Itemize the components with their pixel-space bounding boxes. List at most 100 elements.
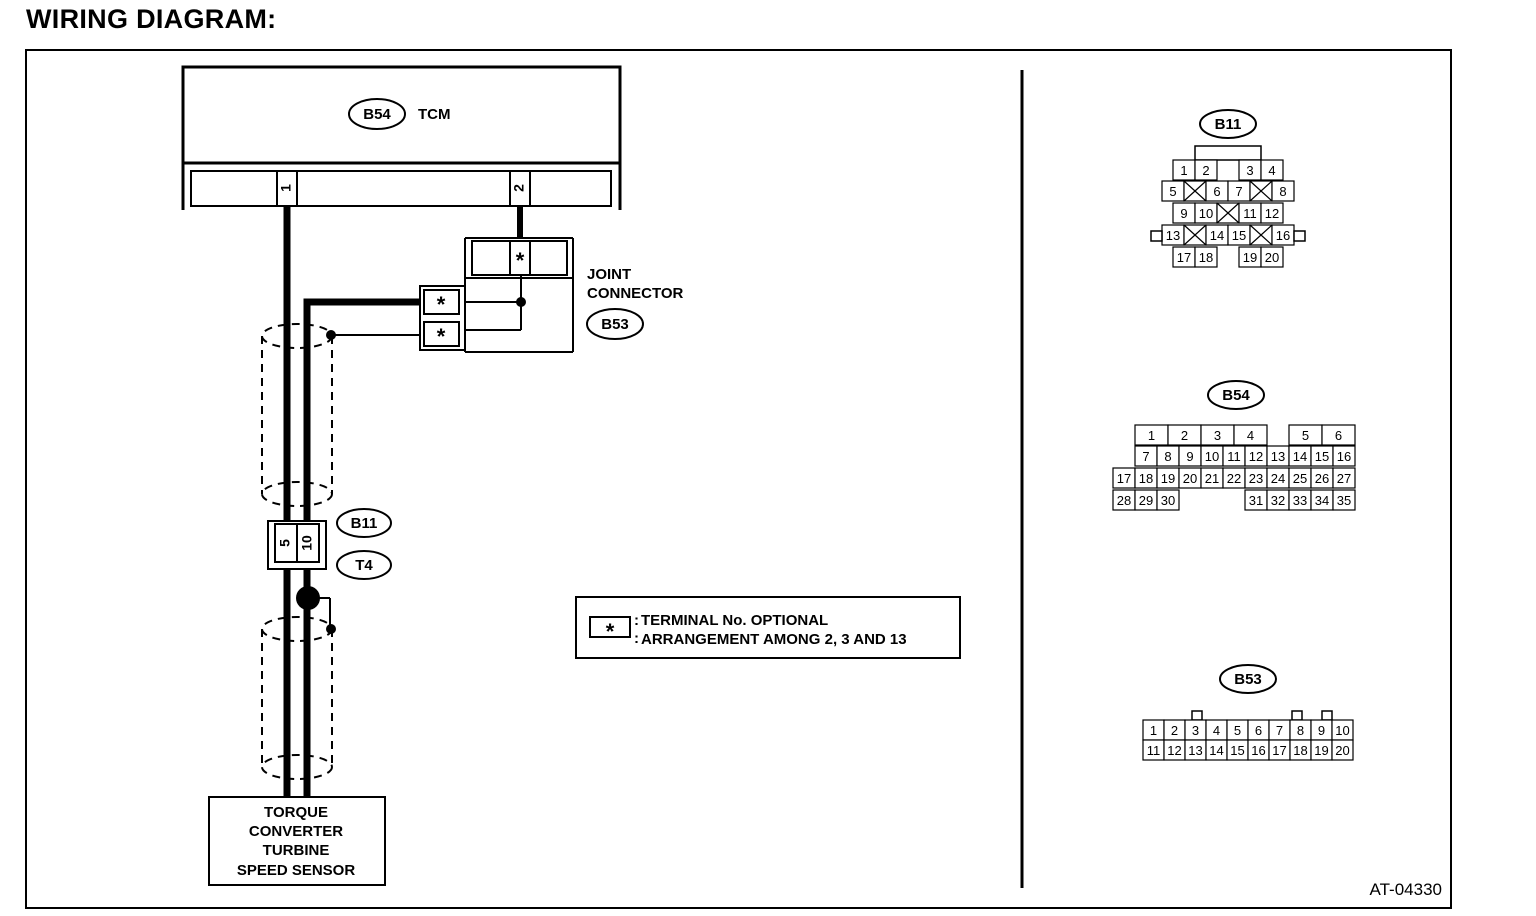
tcm-connector-id: B54 bbox=[363, 106, 391, 123]
inline-pin-5: 5 bbox=[277, 539, 293, 547]
b11-pin-18 bbox=[1194, 246, 1218, 268]
tcm-pin-2: 2 bbox=[511, 184, 527, 192]
b11-pin-3-label: 3 bbox=[1246, 163, 1253, 178]
b11-pin-7-label: 7 bbox=[1235, 184, 1242, 199]
tcm-connector-strip bbox=[190, 170, 612, 207]
b11-pin-6-label: 6 bbox=[1213, 184, 1220, 199]
tcm-pin-1: 1 bbox=[278, 184, 294, 192]
b11-pin-19-label: 19 bbox=[1243, 250, 1257, 265]
b54-pin-1-label: 1 bbox=[1148, 428, 1155, 443]
b54-pin-3-label: 3 bbox=[1214, 428, 1221, 443]
b54-pin-32-label: 32 bbox=[1271, 493, 1285, 508]
b11-pin-12 bbox=[1260, 202, 1284, 224]
wire-joint-to-sensor bbox=[303, 298, 422, 798]
b53-pin-17-label: 17 bbox=[1272, 743, 1286, 758]
b53-pin-2-label: 2 bbox=[1171, 723, 1178, 738]
b53-pin-6-label: 6 bbox=[1255, 723, 1262, 738]
b11-pin-1-label: 1 bbox=[1180, 163, 1187, 178]
b11-pin-11-label: 11 bbox=[1243, 206, 1257, 221]
b54-pin-26-label: 26 bbox=[1315, 471, 1329, 486]
b53-pin-7-label: 7 bbox=[1276, 723, 1283, 738]
b54-pin-8-label: 8 bbox=[1164, 449, 1171, 464]
b53-pin-10-label: 10 bbox=[1335, 723, 1349, 738]
inline-badge-lower bbox=[336, 550, 392, 580]
b53-pin-13-label: 13 bbox=[1188, 743, 1202, 758]
b54-pin-29-label: 29 bbox=[1139, 493, 1153, 508]
sensor-line-4: SPEED SENSOR bbox=[237, 862, 356, 879]
b54-pin-34-label: 34 bbox=[1315, 493, 1329, 508]
b54-pin-19-label: 19 bbox=[1161, 471, 1175, 486]
b54-pin-4-label: 4 bbox=[1247, 428, 1254, 443]
b11-pin-12-label: 12 bbox=[1265, 206, 1279, 221]
b54-pin-30 bbox=[1156, 489, 1180, 511]
b54-pin-12-label: 12 bbox=[1249, 449, 1263, 464]
wires bbox=[283, 206, 523, 798]
blank-cavity-mark bbox=[1216, 202, 1240, 224]
legend-box: * : : TERMINAL No. OPTIONAL ARRANGEMENT … bbox=[575, 596, 961, 659]
joint-connector: * * * JOINT CONNECTOR B53 bbox=[419, 237, 684, 353]
joint-bus-dot bbox=[516, 297, 526, 307]
b11-pin-8-label: 8 bbox=[1279, 184, 1286, 199]
b54-pin-16-label: 16 bbox=[1337, 449, 1351, 464]
inline-connector: 5 10 B11 T4 bbox=[267, 508, 392, 580]
b11-pin-5-label: 5 bbox=[1169, 184, 1176, 199]
b53-pin-3-label: 3 bbox=[1192, 723, 1199, 738]
b11-pin-10-label: 10 bbox=[1199, 206, 1213, 221]
joint-connector-id: B53 bbox=[601, 316, 629, 333]
b53-pin-14-label: 14 bbox=[1209, 743, 1223, 758]
b54-pin-24-label: 24 bbox=[1271, 471, 1285, 486]
b54-pin-21-label: 21 bbox=[1205, 471, 1219, 486]
shield-upper bbox=[261, 323, 333, 507]
b11-pin-14-label: 14 bbox=[1210, 228, 1224, 243]
b11-pin-4-label: 4 bbox=[1268, 163, 1275, 178]
b11-pin-16-label: 16 bbox=[1276, 228, 1290, 243]
b54-pin-27-label: 27 bbox=[1337, 471, 1351, 486]
blank-cavity-mark bbox=[1249, 224, 1273, 246]
sensor-line-1: TORQUE bbox=[264, 804, 328, 821]
inline-id-upper: B11 bbox=[351, 515, 378, 532]
legend-symbol: * bbox=[606, 619, 615, 644]
joint-connector-badge bbox=[586, 308, 644, 340]
b53-pin-15-label: 15 bbox=[1230, 743, 1244, 758]
b53-view-label: B53 bbox=[1234, 671, 1262, 688]
blank-cavity-mark bbox=[1183, 224, 1207, 246]
b53-pin-20 bbox=[1331, 739, 1354, 761]
b54-pin-4 bbox=[1233, 424, 1268, 446]
b54-pin-27 bbox=[1332, 467, 1356, 489]
b11-pin-13-label: 13 bbox=[1166, 228, 1180, 243]
joint-top-pin-symbol: * bbox=[516, 248, 525, 273]
b54-pin-13-label: 13 bbox=[1271, 449, 1285, 464]
b11-pin-20 bbox=[1260, 246, 1284, 268]
shield-lower-ground-dot bbox=[326, 624, 336, 634]
tcm-name: TCM bbox=[418, 106, 451, 123]
inline-id-lower: T4 bbox=[355, 557, 373, 574]
b11-pin-9-label: 9 bbox=[1180, 206, 1187, 221]
b54-pin-31-label: 31 bbox=[1249, 493, 1263, 508]
b53-pin-20-label: 20 bbox=[1335, 743, 1349, 758]
b53-pin-16-label: 16 bbox=[1251, 743, 1265, 758]
page-title: WIRING DIAGRAM: bbox=[26, 4, 277, 34]
joint-name-line1: JOINT bbox=[587, 266, 631, 283]
b11-pin-18-label: 18 bbox=[1199, 250, 1213, 265]
b54-pin-11-label: 11 bbox=[1227, 449, 1241, 464]
inline-pin-10: 10 bbox=[299, 535, 315, 551]
b54-pin-25-label: 25 bbox=[1293, 471, 1307, 486]
inline-badge-upper bbox=[336, 508, 392, 538]
shield-lower bbox=[261, 616, 333, 780]
joint-pin-lower-symbol: * bbox=[437, 324, 446, 349]
blank-cavity-mark bbox=[1249, 180, 1273, 202]
b54-pin-10-label: 10 bbox=[1205, 449, 1219, 464]
b53-pin-12-label: 12 bbox=[1167, 743, 1181, 758]
legend-line-1: TERMINAL No. OPTIONAL bbox=[641, 612, 828, 629]
b53-pin-8-label: 8 bbox=[1297, 723, 1304, 738]
figure-code: AT-04330 bbox=[1370, 880, 1442, 899]
sensor-box: TORQUE CONVERTER TURBINE SPEED SENSOR bbox=[208, 796, 386, 886]
diagram-frame bbox=[25, 49, 1452, 909]
b54-pin-20-label: 20 bbox=[1183, 471, 1197, 486]
b54-pin-22-label: 22 bbox=[1227, 471, 1241, 486]
b54-pin-35 bbox=[1332, 489, 1356, 511]
